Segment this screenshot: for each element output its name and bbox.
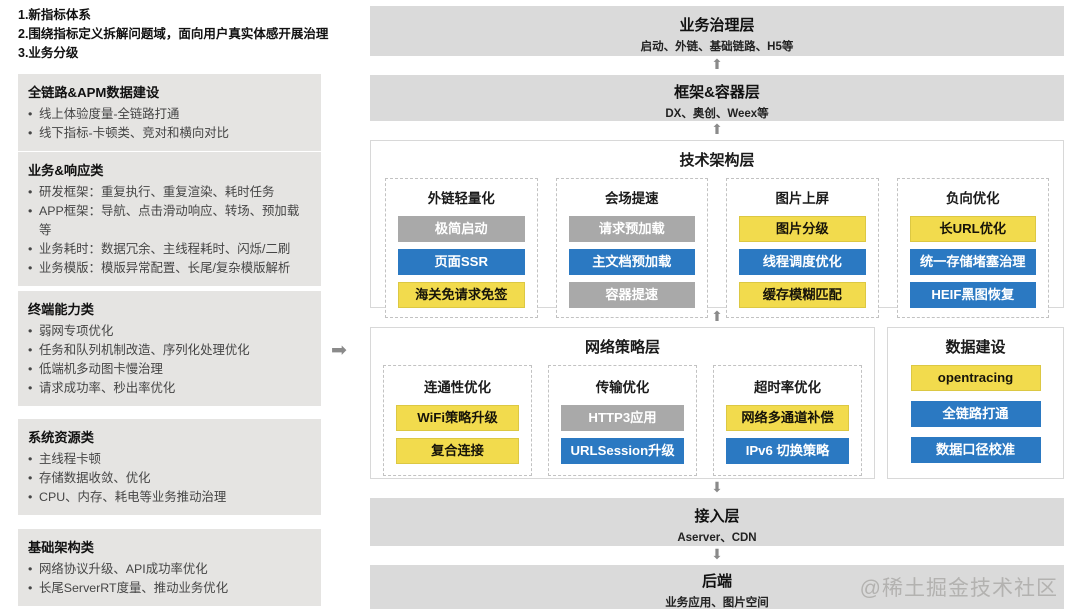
network-chip: IPv6 切换策略 [726, 438, 849, 464]
layer-title: 技术架构层 [679, 152, 755, 169]
tech-chip: 统一存储堵塞治理 [909, 249, 1036, 275]
panel-title: 系统资源类 [28, 430, 94, 445]
panel-title: 基础架构类 [28, 540, 94, 555]
arrow-right-icon: ➡ [331, 339, 347, 361]
layer-business-governance: 业务治理层 启动、外链、基础链路、H5等 [370, 6, 1064, 56]
bullet-item: 存储数据收敛、优化 [28, 469, 311, 488]
network-group-transport: 传输优化 HTTP3应用 URLSession升级 [548, 365, 697, 476]
tech-chip: 缓存模糊匹配 [739, 282, 866, 308]
arrow-up-icon: ⬆ [711, 309, 723, 325]
bullet-item: 长尾ServerRT度量、推动业务优化 [28, 579, 311, 598]
arrow-down-icon: ⬇ [711, 480, 723, 496]
bullet-item: CPU、内存、耗电等业务推动治理 [28, 488, 311, 507]
layer-title: 框架&容器层 [674, 84, 760, 101]
group-title: 外链轻量化 [427, 191, 495, 206]
panel-terminal-capability: 终端能力类 弱网专项优化 任务和队列机制改造、序列化处理优化 低端机多动图卡慢治… [18, 291, 321, 406]
network-group-connectivity: 连通性优化 WiFi策略升级 复合连接 [383, 365, 532, 476]
bullet-item: 请求成功率、秒出率优化 [28, 379, 311, 398]
network-chip: URLSession升级 [561, 438, 684, 464]
tech-chip: 主文档预加载 [568, 249, 695, 275]
bullet-item: 线上体验度量-全链路打通 [28, 105, 311, 124]
network-chip: 网络多通道补偿 [726, 405, 849, 431]
bullet-item: 业务耗时：数据冗余、主线程耗时、闪烁/二刷 [28, 240, 311, 259]
network-group-timeout: 超时率优化 网络多通道补偿 IPv6 切换策略 [713, 365, 862, 476]
panel-system-resource: 系统资源类 主线程卡顿 存储数据收敛、优化 CPU、内存、耗电等业务推动治理 [18, 419, 321, 515]
bullet-item: 线下指标-卡顿类、竞对和横向对比 [28, 124, 311, 143]
group-title: 会场提速 [604, 191, 659, 206]
layer-access: 接入层 Aserver、CDN [370, 498, 1064, 546]
panel-data-construction: 数据建设 opentracing 全链路打通 数据口径校准 [887, 327, 1064, 479]
layer-backend: 后端 业务应用、图片空间 @稀土掘金技术社区 [370, 565, 1064, 609]
watermark: @稀土掘金技术社区 [859, 577, 1058, 600]
layer-subtitle: Aserver、CDN [677, 532, 757, 544]
layer-title: 业务治理层 [679, 17, 755, 34]
panel-title: 全链路&APM数据建设 [28, 85, 160, 100]
tech-chip: 长URL优化 [909, 216, 1036, 242]
bullet-item: 研发框架：重复执行、重复渲染、耗时任务 [28, 183, 311, 202]
group-title: 图片上屏 [775, 191, 830, 206]
tech-chip: 图片分级 [739, 216, 866, 242]
layer-tech-architecture: 技术架构层 外链轻量化 极简启动 页面SSR 海关免请求免签 会场提速 请求预加… [370, 140, 1064, 318]
bullet-item: 低端机多动图卡慢治理 [28, 360, 311, 379]
intro-line: 2.围绕指标定义拆解问题域，面向用户真实体感开展治理 [18, 27, 329, 41]
layer-framework-container: 框架&容器层 DX、奥创、Weex等 [370, 75, 1064, 121]
tech-chip: 线程调度优化 [739, 249, 866, 275]
panel-title: 业务&响应类 [28, 163, 104, 178]
panel-title: 数据建设 [945, 339, 1006, 356]
intro-line: 1.新指标体系 [18, 8, 91, 22]
panel-business-response: 业务&响应类 研发框架：重复执行、重复渲染、耗时任务 APP框架：导航、点击滑动… [18, 152, 321, 286]
data-chip: 数据口径校准 [910, 437, 1041, 463]
bullet-item: 弱网专项优化 [28, 322, 311, 341]
group-title: 超时率优化 [754, 380, 821, 395]
tech-chip: 页面SSR [398, 249, 525, 275]
bullet-item: 业务模版：模版异常配置、长尾/复杂模版解析 [28, 259, 311, 278]
bullet-item: 任务和队列机制改造、序列化处理优化 [28, 341, 311, 360]
tech-group-venue-speedup: 会场提速 请求预加载 主文档预加载 容器提速 [555, 178, 708, 318]
tech-group-negative-optimization: 负向优化 长URL优化 统一存储堵塞治理 HEIF黑图恢复 [896, 178, 1049, 318]
left-notes-column: 1.新指标体系 2.围绕指标定义拆解问题域，面向用户真实体感开展治理 3.业务分… [18, 6, 329, 606]
layer-subtitle: DX、奥创、Weex等 [665, 108, 769, 120]
network-chip: HTTP3应用 [561, 405, 684, 431]
layer-subtitle: 业务应用、图片空间 [665, 597, 769, 609]
data-chip: opentracing [910, 365, 1041, 391]
network-chip: WiFi策略升级 [396, 405, 519, 431]
tech-chip: 海关免请求免签 [398, 282, 525, 308]
data-chip: 全链路打通 [910, 401, 1041, 427]
layer-subtitle: 启动、外链、基础链路、H5等 [640, 41, 794, 53]
group-title: 传输优化 [595, 380, 650, 395]
bullet-item: 主线程卡顿 [28, 450, 311, 469]
arrow-up-icon: ⬆ [711, 57, 723, 73]
group-title: 连通性优化 [424, 380, 491, 395]
tech-chip: 极简启动 [398, 216, 525, 242]
tech-group-image-onscreen: 图片上屏 图片分级 线程调度优化 缓存模糊匹配 [726, 178, 879, 318]
tech-group-external-link: 外链轻量化 极简启动 页面SSR 海关免请求免签 [385, 178, 538, 318]
tech-chip: HEIF黑图恢复 [909, 282, 1036, 308]
layer-title: 网络策略层 [584, 339, 660, 356]
panel-infrastructure: 基础架构类 网络协议升级、API成功率优化 长尾ServerRT度量、推动业务优… [18, 529, 321, 606]
tech-chip: 容器提速 [568, 282, 695, 308]
layer-network-strategy: 网络策略层 连通性优化 WiFi策略升级 复合连接 传输优化 HTTP3应用 U… [370, 327, 875, 479]
network-chip: 复合连接 [396, 438, 519, 464]
arrow-down-icon: ⬇ [711, 547, 723, 563]
tech-chip: 请求预加载 [568, 216, 695, 242]
panel-fulllink-apm: 全链路&APM数据建设 线上体验度量-全链路打通 线下指标-卡顿类、竞对和横向对… [18, 74, 321, 151]
architecture-diagram: 业务治理层 启动、外链、基础链路、H5等 ⬆ 框架&容器层 DX、奥创、Weex… [370, 6, 1064, 609]
panel-title: 终端能力类 [28, 302, 94, 317]
bullet-item: 网络协议升级、API成功率优化 [28, 560, 311, 579]
arrow-up-icon: ⬆ [711, 122, 723, 138]
intro-line: 3.业务分级 [18, 46, 79, 60]
layer-title: 接入层 [694, 508, 740, 525]
intro-notes: 1.新指标体系 2.围绕指标定义拆解问题域，面向用户真实体感开展治理 3.业务分… [18, 6, 329, 63]
bullet-item: APP框架：导航、点击滑动响应、转场、预加载等 [28, 202, 311, 240]
group-title: 负向优化 [945, 191, 1000, 206]
layer-title: 后端 [701, 573, 732, 590]
